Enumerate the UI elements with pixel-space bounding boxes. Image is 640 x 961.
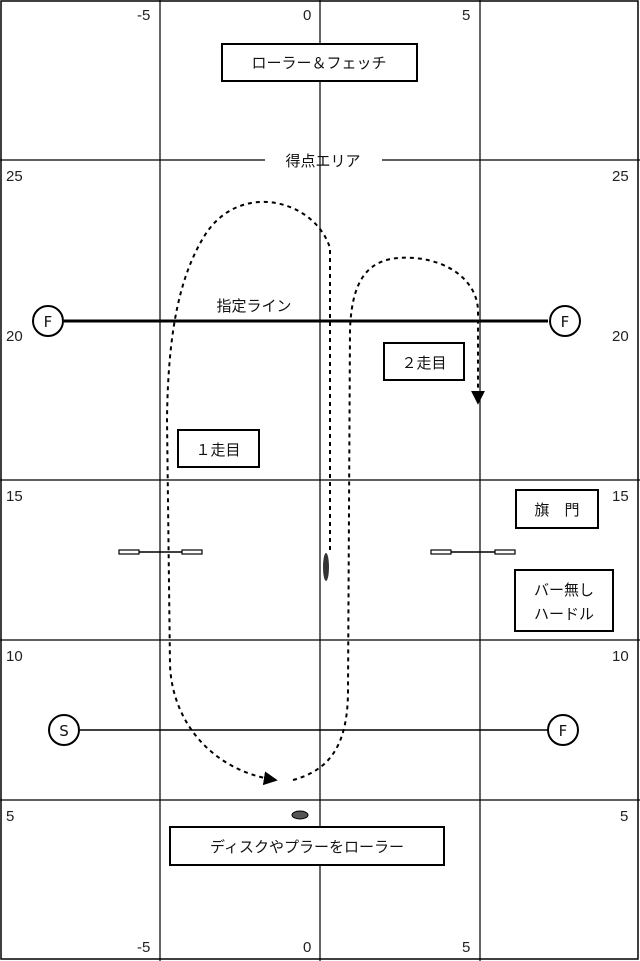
flag-marker-right: F bbox=[549, 305, 581, 337]
run-2-label: ２走目 bbox=[401, 354, 446, 372]
finish-marker-letter: F bbox=[559, 722, 568, 740]
y-tick-left-5: 5 bbox=[6, 808, 14, 825]
start-marker-letter: S bbox=[59, 722, 69, 740]
run-1-label: １走目 bbox=[195, 441, 240, 459]
hurdle-left bbox=[118, 549, 203, 555]
y-tick-right-20: 20 bbox=[612, 328, 629, 345]
x-tick-bottom-neg5: -5 bbox=[137, 939, 150, 956]
x-tick-bottom-5: 5 bbox=[462, 939, 470, 956]
scoring-area-label: 得点エリア bbox=[285, 152, 360, 170]
finish-marker: F bbox=[547, 714, 579, 746]
flag-marker-left: F bbox=[32, 305, 64, 337]
flag-marker-left-letter: F bbox=[44, 313, 53, 331]
run-2-box bbox=[383, 342, 465, 381]
disc-object-marker bbox=[323, 553, 329, 581]
barless-hurdle-label-line1: バー無し bbox=[534, 581, 594, 599]
y-tick-left-15: 15 bbox=[6, 488, 23, 505]
y-tick-left-25: 25 bbox=[6, 168, 23, 185]
roller-object-marker bbox=[291, 810, 309, 820]
flag-gate-box bbox=[515, 489, 599, 529]
y-tick-right-25: 25 bbox=[612, 168, 629, 185]
x-tick-top-5: 5 bbox=[462, 7, 470, 24]
run-1-box bbox=[177, 429, 260, 468]
run-1-path bbox=[165, 200, 331, 786]
y-tick-left-20: 20 bbox=[6, 328, 23, 345]
flag-gate-label: 旗 門 bbox=[534, 501, 579, 519]
x-tick-top-neg5: -5 bbox=[137, 7, 150, 24]
start-marker: S bbox=[48, 714, 80, 746]
instruction-label: ディスクやプラーをローラー bbox=[210, 838, 404, 856]
designated-line-label: 指定ライン bbox=[216, 297, 291, 315]
y-tick-right-5: 5 bbox=[620, 808, 628, 825]
flag-marker-right-letter: F bbox=[561, 313, 570, 331]
run-2-path bbox=[292, 256, 485, 781]
grid-horizontal-lines bbox=[0, 159, 640, 801]
hurdle-right bbox=[430, 549, 516, 555]
instruction-box bbox=[169, 826, 445, 866]
barless-hurdle-label-line2: ハードル bbox=[534, 605, 594, 623]
title-roller-fetch: ローラー＆フェッチ bbox=[251, 54, 386, 72]
barless-hurdle-box bbox=[514, 569, 614, 632]
y-tick-left-10: 10 bbox=[6, 648, 23, 665]
x-tick-bottom-0: 0 bbox=[303, 939, 311, 956]
y-tick-right-15: 15 bbox=[612, 488, 629, 505]
x-tick-top-0: 0 bbox=[303, 7, 311, 24]
y-tick-right-10: 10 bbox=[612, 648, 629, 665]
title-box bbox=[221, 43, 418, 82]
